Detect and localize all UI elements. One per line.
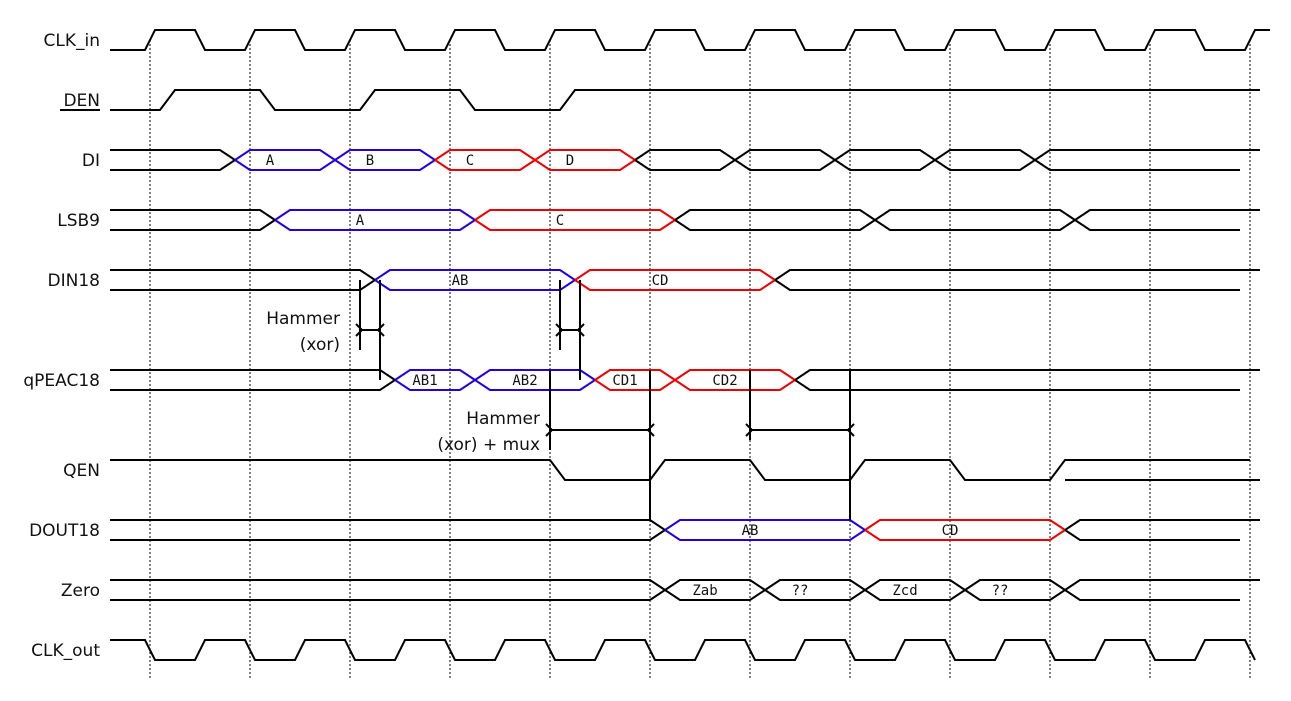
clock-waveform-clk_out bbox=[110, 639, 1256, 661]
bus-segment-qpeac18 bbox=[594, 369, 676, 391]
signal-label-clk_out: CLK_out bbox=[31, 641, 100, 661]
bus-segment-din18 bbox=[574, 269, 776, 291]
bus-segment-zero bbox=[964, 579, 1066, 601]
signal-dout18: AB CD bbox=[110, 519, 1260, 541]
bus-segment-lsb9 bbox=[110, 209, 276, 231]
bus-segment-zero bbox=[664, 579, 766, 601]
bus-segment-lsb9 bbox=[274, 209, 476, 231]
delay-tick-icon bbox=[555, 323, 564, 337]
signal-label-den: DEN bbox=[63, 91, 100, 111]
delay-tick-icon bbox=[846, 423, 855, 437]
bus-segment-lsb9 bbox=[674, 209, 876, 231]
annotation-hammer-mux-line2: (xor) + mux bbox=[437, 435, 540, 455]
bus-value-label: CD bbox=[652, 273, 669, 289]
bus-segment-di bbox=[110, 149, 236, 171]
bus-segment-zero bbox=[864, 579, 966, 601]
bus-value-label: AB bbox=[742, 523, 759, 539]
bus-segment-din18 bbox=[774, 269, 1260, 291]
bus-segment-di bbox=[634, 149, 736, 171]
bus-value-label: ?? bbox=[992, 583, 1009, 599]
bus-segment-di bbox=[434, 149, 536, 171]
delay-tick-icon bbox=[576, 323, 585, 337]
bus-segment-di bbox=[934, 149, 1036, 171]
bus-value-label: C bbox=[556, 213, 564, 229]
bus-value-label: D bbox=[566, 153, 574, 169]
bus-segment-di bbox=[334, 149, 436, 171]
signal-label-di: DI bbox=[82, 151, 100, 171]
signal-label-clk_in: CLK_in bbox=[44, 31, 101, 51]
bus-value-label: CD bbox=[942, 523, 959, 539]
delay-tick-icon bbox=[376, 323, 385, 337]
bus-segment-di bbox=[534, 149, 636, 171]
signal-label-qpeac18: qPEAC18 bbox=[23, 371, 100, 391]
bus-value-label: AB2 bbox=[512, 373, 537, 389]
signal-din18: AB CD bbox=[110, 269, 1260, 291]
annotation-hammer-xor-line2: (xor) bbox=[300, 335, 340, 355]
bus-value-label: ?? bbox=[792, 583, 809, 599]
bus-value-label: AB bbox=[452, 273, 469, 289]
bus-segment-lsb9 bbox=[874, 209, 1076, 231]
bus-segment-zero bbox=[1064, 579, 1260, 601]
bus-value-label: A bbox=[356, 213, 365, 229]
delay-tick-icon bbox=[646, 423, 655, 437]
signal-label-zero: Zero bbox=[61, 581, 100, 601]
clock-waveform-clk_in bbox=[110, 29, 1270, 51]
bus-segment-dout18 bbox=[664, 519, 866, 541]
bit-waveform-qen bbox=[110, 459, 1250, 481]
delay-hammer-mux-cd bbox=[745, 370, 855, 480]
signal-zero: Zab?? Zcd?? bbox=[110, 579, 1260, 601]
bus-value-label: B bbox=[366, 153, 374, 169]
bus-segment-qpeac18 bbox=[674, 369, 796, 391]
signal-qpeac18: AB1 AB2 CD1 CD2 bbox=[110, 369, 1260, 391]
bus-segment-zero bbox=[764, 579, 866, 601]
timing-annotations: Hammer (xor) Hammer (xor) + mux bbox=[266, 280, 855, 520]
bus-value-label: CD2 bbox=[712, 373, 737, 389]
bus-value-label: AB1 bbox=[412, 373, 437, 389]
signal-label-qen: QEN bbox=[63, 461, 100, 481]
signal-label-lsb9: LSB9 bbox=[57, 211, 100, 231]
bus-segment-di bbox=[234, 149, 336, 171]
bus-segment-qpeac18 bbox=[794, 369, 1260, 391]
signal-label-din18: DIN18 bbox=[48, 271, 100, 291]
bus-segment-di bbox=[1034, 149, 1260, 171]
signal-qen bbox=[110, 459, 1260, 481]
bus-value-label: Zab bbox=[692, 583, 717, 599]
bus-segment-dout18 bbox=[1064, 519, 1260, 541]
bus-segment-din18 bbox=[374, 269, 576, 291]
bus-segment-lsb9 bbox=[1074, 209, 1260, 231]
bus-segment-qpeac18 bbox=[474, 369, 596, 391]
grid-lines bbox=[149, 40, 1251, 680]
annotation-hammer-mux-line1: Hammer bbox=[466, 409, 540, 429]
delay-hammer-xor-cd bbox=[555, 280, 585, 380]
bit-waveform-den bbox=[110, 89, 1240, 111]
bus-segment-lsb9 bbox=[474, 209, 676, 231]
delay-tick-icon bbox=[545, 423, 554, 437]
bus-value-label: CD1 bbox=[612, 373, 637, 389]
bus-segment-dout18 bbox=[110, 519, 666, 541]
delay-hammer-mux-ab bbox=[545, 370, 655, 480]
signal-di: A B C D bbox=[110, 149, 1260, 171]
bus-segment-qpeac18 bbox=[110, 369, 396, 391]
delay-tick-icon bbox=[745, 423, 754, 437]
bus-segment-qpeac18 bbox=[394, 369, 476, 391]
delay-tick-icon bbox=[355, 323, 364, 337]
signal-clk_out bbox=[110, 639, 1256, 661]
bus-segment-di bbox=[734, 149, 836, 171]
bus-value-label: C bbox=[466, 153, 474, 169]
delay-hammer-xor-ab bbox=[355, 280, 385, 380]
bus-segment-zero bbox=[110, 579, 666, 601]
annotation-hammer-xor-line1: Hammer bbox=[266, 309, 340, 329]
bus-value-label: A bbox=[266, 153, 275, 169]
bus-segment-di bbox=[834, 149, 936, 171]
signal-label-dout18: DOUT18 bbox=[29, 521, 100, 541]
bus-segment-dout18 bbox=[864, 519, 1066, 541]
signal-clk_in bbox=[110, 29, 1270, 51]
bus-value-label: Zcd bbox=[892, 583, 917, 599]
signal-den bbox=[110, 89, 1260, 111]
